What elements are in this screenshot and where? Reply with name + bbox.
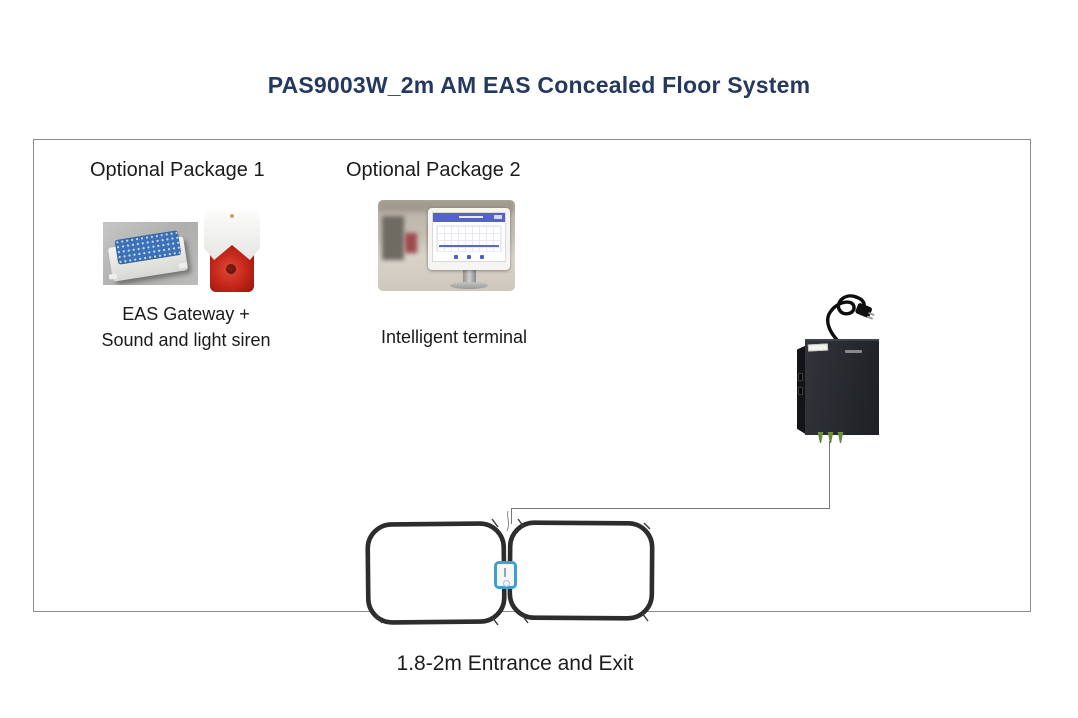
package2-heading: Optional Package 2: [346, 159, 521, 181]
package2-caption: Intelligent terminal: [380, 327, 528, 347]
controller-green-connector: [817, 432, 824, 443]
controller-label: [807, 343, 829, 352]
dock-icon: [454, 255, 458, 259]
controller-green-connector: [827, 432, 834, 443]
terminal-monitor: [428, 208, 510, 270]
left-loop: [365, 521, 507, 625]
floor-antenna-loops: [365, 511, 655, 626]
terminal-app-header: [433, 213, 505, 222]
controller-green-connector: [837, 432, 844, 443]
loop-tuning-connector: [494, 561, 517, 589]
page-title: PAS9003W_2m AM EAS Concealed Floor Syste…: [267, 72, 811, 98]
terminal-app-chart: [436, 225, 502, 252]
eas-controller: [797, 335, 881, 443]
controller-front-face: [805, 339, 879, 435]
siren-screw: [230, 214, 234, 218]
package1-caption-line1: EAS Gateway +: [122, 304, 250, 324]
terminal-stand: [463, 270, 476, 283]
siren-led: [226, 264, 236, 274]
package1-caption: EAS Gateway + Sound and light siren: [60, 301, 312, 353]
entrance-width-label: 1.8-2m Entrance and Exit: [396, 652, 634, 675]
sound-light-siren-photo: [204, 208, 260, 296]
controller-port: [798, 373, 803, 381]
terminal-chart-line: [439, 245, 499, 247]
signal-wire-drop: [511, 508, 512, 524]
package1-heading: Optional Package 1: [90, 159, 265, 181]
terminal-screen: [432, 212, 506, 262]
right-loop: [507, 520, 655, 621]
dock-icon: [467, 255, 471, 259]
store-clothes: [405, 233, 417, 253]
terminal-stand-base: [450, 282, 488, 289]
signal-wire-vertical: [829, 441, 830, 508]
dock-icon: [480, 255, 484, 259]
package1-caption-line2: Sound and light siren: [101, 330, 271, 350]
eas-gateway-photo: [103, 222, 198, 285]
controller-logo: [845, 350, 862, 353]
signal-wire-horizontal: [511, 508, 830, 509]
power-cord: [826, 294, 875, 342]
intelligent-terminal-photo: [378, 200, 515, 291]
store-shelf: [382, 216, 404, 260]
terminal-app-dock: [433, 255, 505, 259]
controller-port: [798, 387, 803, 395]
